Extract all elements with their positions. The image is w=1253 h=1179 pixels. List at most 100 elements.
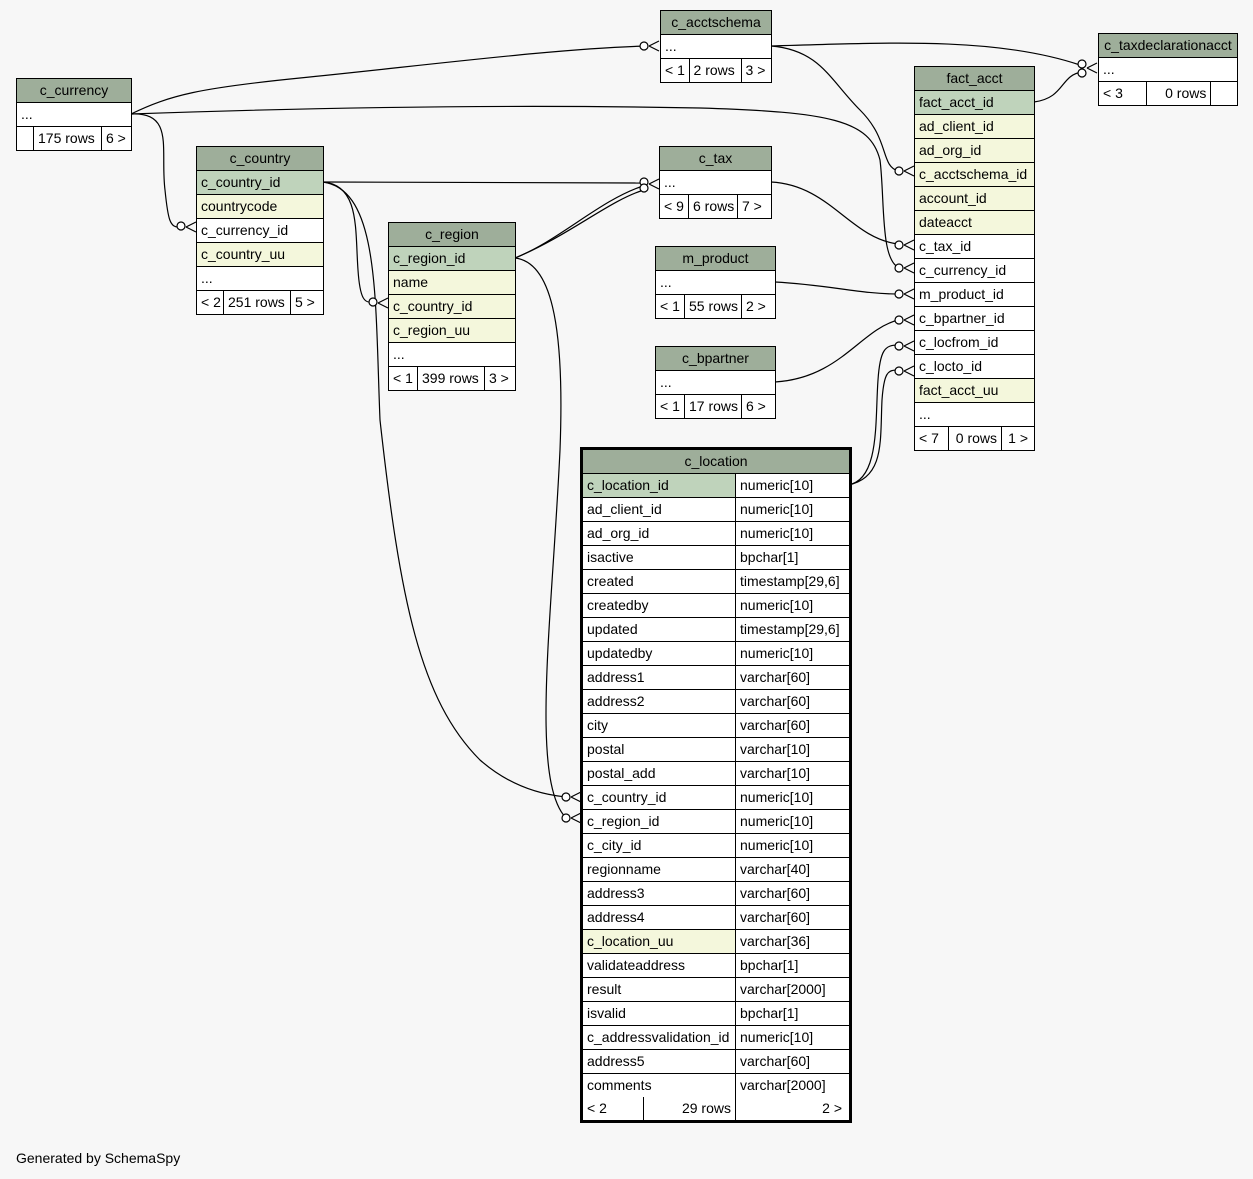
table-title[interactable]: c_location — [583, 450, 849, 474]
column-name: address1 — [583, 666, 735, 689]
table-row: ... — [656, 371, 775, 395]
column-name: c_locto_id — [915, 355, 1034, 378]
table-row: c_acctschema_id — [915, 163, 1034, 187]
column-name: ... — [656, 271, 775, 294]
parents-link[interactable]: < 1 — [393, 370, 413, 386]
parents-link[interactable]: < 1 — [660, 398, 680, 414]
row-count: 0 rows — [1146, 82, 1210, 105]
column-type: timestamp[29,6] — [735, 570, 846, 593]
column-name: c_region_id — [583, 810, 735, 833]
parents-link[interactable]: < 9 — [664, 198, 684, 214]
table-stats: < 1 399 rows 3 > — [389, 367, 515, 390]
table-c-currency[interactable]: c_currency ... 175 rows 6 > — [16, 78, 132, 151]
column-name: c_tax_id — [915, 235, 1034, 258]
table-title[interactable]: c_bpartner — [656, 347, 775, 371]
children-link[interactable]: 1 > — [1001, 427, 1032, 450]
parents-link[interactable]: < 2 — [587, 1100, 607, 1116]
parents-link[interactable]: < 1 — [660, 298, 680, 314]
table-title[interactable]: c_acctschema — [661, 11, 771, 35]
parents-link[interactable]: < 7 — [919, 430, 939, 446]
table-title[interactable]: c_region — [389, 223, 515, 247]
column-type: varchar[2000] — [735, 1074, 846, 1097]
table-c-bpartner[interactable]: c_bpartner ... < 1 17 rows 6 > — [655, 346, 776, 419]
table-title[interactable]: fact_acct — [915, 67, 1034, 91]
table-row: ... — [661, 35, 771, 59]
table-stats: < 9 6 rows 7 > — [660, 195, 771, 218]
table-row: ad_org_id — [915, 139, 1034, 163]
column-name: ... — [197, 267, 323, 290]
table-row: account_id — [915, 187, 1034, 211]
table-title[interactable]: m_product — [656, 247, 775, 271]
relation-region-location — [514, 257, 567, 819]
column-name: createdby — [583, 594, 735, 617]
table-c-country[interactable]: c_country c_country_id countrycode c_cur… — [196, 146, 324, 315]
parents-link[interactable]: < 2 — [201, 294, 221, 310]
column-name: ... — [915, 403, 1034, 426]
relation-country-tax — [322, 181, 644, 184]
children-link[interactable]: 3 > — [740, 59, 771, 82]
children-link[interactable]: 7 > — [737, 195, 768, 218]
table-row: fact_acct_id — [915, 91, 1034, 115]
children-link[interactable]: 2 > — [735, 1097, 846, 1120]
table-c-tax[interactable]: c_tax ... < 9 6 rows 7 > — [659, 146, 772, 219]
column-type: varchar[60] — [735, 882, 846, 905]
row-count: 2 rows — [688, 59, 741, 82]
column-name: c_country_id — [197, 171, 323, 194]
parents-link[interactable]: < 1 — [665, 62, 685, 78]
table-c-taxdeclarationacct[interactable]: c_taxdeclarationacct ... < 3 0 rows — [1098, 33, 1238, 106]
column-name: c_region_id — [389, 247, 515, 270]
children-link[interactable]: 3 > — [484, 367, 513, 390]
table-m-product[interactable]: m_product ... < 1 55 rows 2 > — [655, 246, 776, 319]
table-row: fact_acct_uu — [915, 379, 1034, 403]
table-title[interactable]: c_country — [197, 147, 323, 171]
column-name: postal_add — [583, 762, 735, 785]
table-row: ... — [389, 343, 515, 367]
column-type: numeric[10] — [735, 642, 846, 665]
column-name: updated — [583, 618, 735, 641]
table-c-acctschema[interactable]: c_acctschema ... < 1 2 rows 3 > — [660, 10, 772, 83]
table-c-region[interactable]: c_region c_region_id name c_country_id c… — [388, 222, 516, 391]
children-link[interactable]: 5 > — [290, 291, 319, 314]
column-name: c_country_id — [389, 295, 515, 318]
table-stats: < 1 55 rows 2 > — [656, 295, 775, 318]
table-row: c_currency_id — [915, 259, 1034, 283]
relation-region-tax-b — [514, 189, 645, 259]
column-name: ... — [660, 171, 771, 194]
column-type: numeric[10] — [735, 1026, 846, 1049]
table-row: c_region_id — [389, 247, 515, 271]
column-name: ... — [656, 371, 775, 394]
generator-credit: Generated by SchemaSpy — [16, 1150, 181, 1166]
parents-link[interactable]: < 3 — [1103, 85, 1123, 101]
row-count: 29 rows — [643, 1097, 735, 1120]
relation-acctschema-taxdecl — [770, 42, 1081, 66]
column-type: varchar[36] — [735, 930, 846, 953]
children-link[interactable]: 6 > — [741, 395, 772, 418]
children-link[interactable]: 6 > — [101, 127, 130, 150]
parents-link[interactable] — [17, 127, 33, 150]
column-name: c_location_uu — [583, 930, 735, 953]
table-row: c_bpartner_id — [915, 307, 1034, 331]
table-row: ... — [197, 267, 323, 291]
table-row: ... — [660, 171, 771, 195]
table-row: c_region_uu — [389, 319, 515, 343]
children-link[interactable]: 2 > — [741, 295, 772, 318]
table-title[interactable]: c_taxdeclarationacct — [1099, 34, 1237, 58]
column-name: c_currency_id — [915, 259, 1034, 282]
row-count: 55 rows — [684, 295, 741, 318]
children-link[interactable] — [1210, 82, 1237, 105]
table-title[interactable]: c_currency — [17, 79, 131, 103]
table-title[interactable]: c_tax — [660, 147, 771, 171]
table-fact-acct[interactable]: fact_acct fact_acct_id ad_client_id ad_o… — [914, 66, 1035, 451]
